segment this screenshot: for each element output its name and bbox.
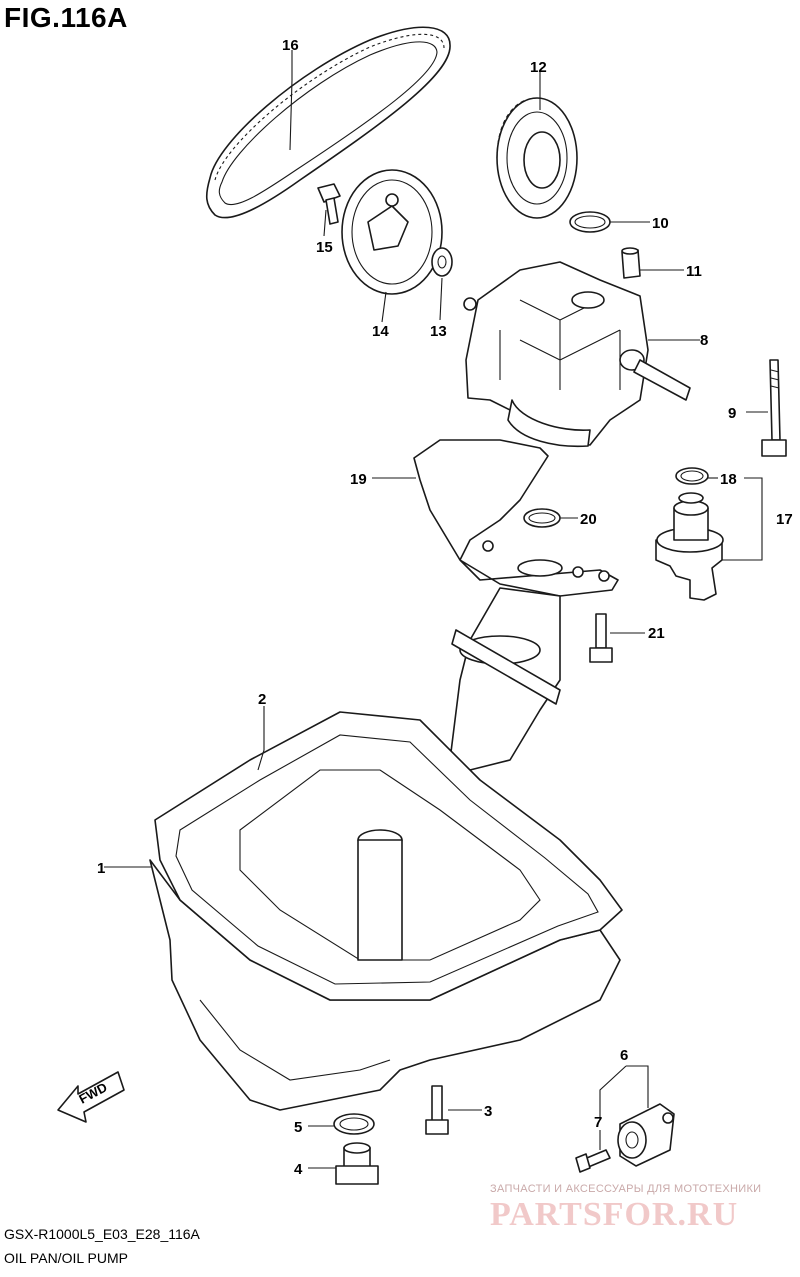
callout-11: 11 — [686, 263, 702, 280]
forward-arrow-icon: FWD — [57, 1071, 125, 1123]
callout-1: 1 — [97, 860, 105, 877]
part-21-bolt[interactable] — [589, 613, 613, 663]
leader-lines — [104, 50, 768, 1169]
callout-8: 8 — [700, 332, 708, 349]
part-11-dowel-pin[interactable] — [621, 247, 641, 279]
model-code: GSX-R1000L5_E03_E28_116A — [4, 1226, 200, 1242]
callout-19: 19 — [350, 471, 367, 488]
callout-3: 3 — [484, 1103, 492, 1120]
callout-7: 7 — [594, 1114, 602, 1131]
callouts: 1 2 3 4 5 6 7 8 9 10 11 12 13 14 15 16 1… — [97, 37, 793, 1178]
callout-4: 4 — [294, 1161, 303, 1178]
callout-15: 15 — [316, 239, 333, 256]
part-19-strainer[interactable] — [413, 439, 619, 771]
part-13-washer[interactable] — [431, 247, 453, 277]
part-20-o-ring[interactable] — [523, 508, 561, 528]
part-2-gasket[interactable] — [154, 711, 623, 1001]
part-9-bolt[interactable] — [761, 359, 787, 457]
figure-title: FIG.116A — [4, 2, 128, 33]
section-title: OIL PAN/OIL PUMP — [4, 1250, 128, 1266]
callout-9: 9 — [728, 405, 736, 422]
callout-12: 12 — [530, 59, 547, 76]
part-16-chain[interactable] — [205, 26, 451, 219]
watermark-tagline: ЗАПЧАСТИ И АКСЕССУАРЫ ДЛЯ МОТОТЕХНИКИ — [490, 1183, 762, 1195]
part-4-drain-plug[interactable] — [335, 1142, 379, 1185]
part-12-driven-sprocket[interactable] — [496, 97, 578, 219]
part-3-bolt[interactable] — [425, 1085, 449, 1135]
callout-16: 16 — [282, 37, 299, 54]
watermark-logo: PARTSFOR.RU — [490, 1196, 739, 1233]
part-18-o-ring[interactable] — [675, 467, 709, 485]
callout-20: 20 — [580, 511, 597, 528]
callout-10: 10 — [652, 215, 669, 232]
callout-17: 17 — [776, 511, 793, 528]
callout-14: 14 — [372, 323, 389, 340]
callout-6: 6 — [620, 1047, 628, 1064]
part-6-pressure-switch[interactable] — [617, 1103, 675, 1167]
part-15-bolt[interactable] — [317, 183, 341, 225]
callout-18: 18 — [720, 471, 737, 488]
part-14-drive-sprocket[interactable] — [341, 169, 443, 295]
part-17-regulator[interactable] — [655, 492, 724, 601]
part-10-o-ring[interactable] — [569, 211, 611, 233]
callout-21: 21 — [648, 625, 665, 642]
part-5-gasket[interactable] — [333, 1113, 375, 1135]
part-7-screw[interactable] — [575, 1149, 611, 1173]
callout-2: 2 — [258, 691, 266, 708]
part-8-oil-pump[interactable] — [463, 261, 691, 448]
callout-5: 5 — [294, 1119, 302, 1136]
callout-13: 13 — [430, 323, 447, 340]
